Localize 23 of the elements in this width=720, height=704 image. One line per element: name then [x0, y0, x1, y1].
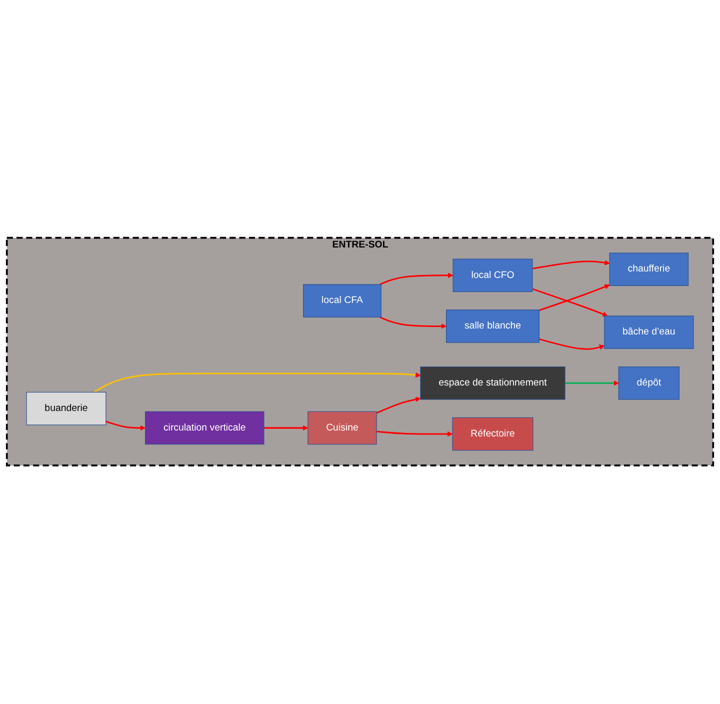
arrow: [565, 380, 619, 386]
node-box: bâche d’eau: [604, 316, 694, 350]
arrow: [106, 421, 146, 431]
node-box: local CFO: [452, 259, 533, 292]
node-box: dépôt: [618, 366, 680, 400]
arrow: [532, 288, 608, 317]
node-box: local CFA: [303, 284, 382, 318]
node-box: Réfectoire: [452, 418, 534, 451]
node-box: chaufferie: [609, 253, 689, 286]
node-box: espace de stationnement: [420, 366, 566, 400]
arrow: [376, 431, 453, 437]
node-box: Cuisine: [308, 412, 377, 445]
arrow: [380, 316, 447, 330]
arrow: [538, 284, 610, 312]
node-box: circulation verticale: [144, 412, 264, 445]
arrow: [93, 372, 421, 394]
node-box: salle blanche: [446, 310, 540, 344]
node-box: buanderie: [26, 392, 106, 426]
arrow: [380, 273, 454, 286]
arrow: [532, 260, 610, 270]
arrow: [264, 426, 308, 431]
arrow: [538, 338, 605, 350]
arrow: [376, 397, 421, 414]
